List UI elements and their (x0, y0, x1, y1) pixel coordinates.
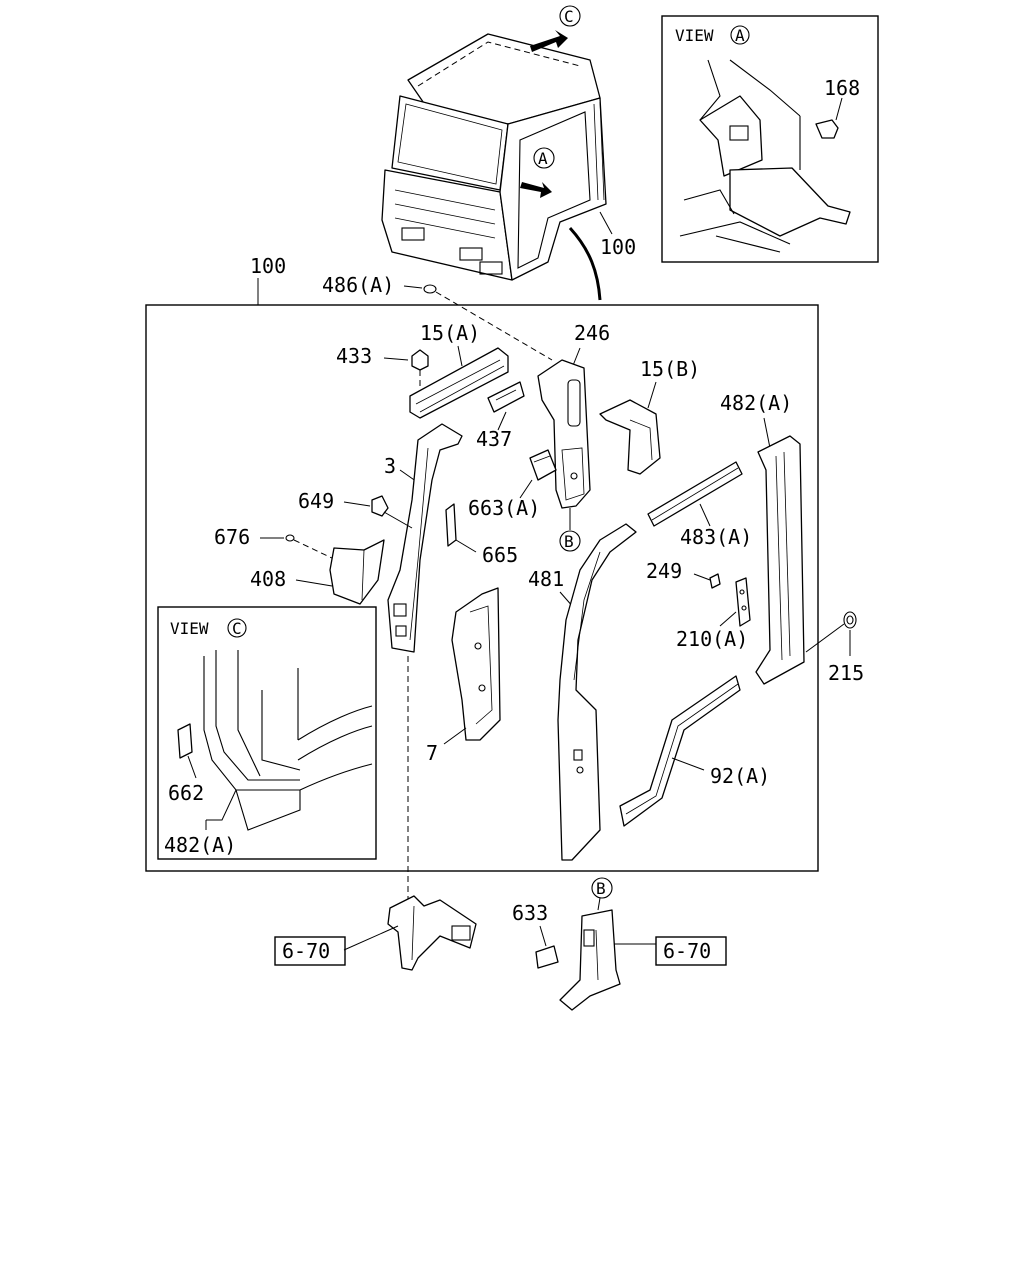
part-433-15a: 433 15(A) (336, 321, 509, 419)
svg-text:483(A): 483(A) (680, 525, 752, 549)
svg-text:15(A): 15(A) (420, 321, 480, 345)
svg-text:B: B (564, 532, 574, 551)
part-482a: 482(A) (720, 391, 805, 685)
ref-box-right[interactable] (655, 936, 727, 966)
ref-link-left[interactable]: 6-70 (282, 939, 330, 963)
part-665: 665 (445, 503, 518, 567)
svg-text:486(A): 486(A) (322, 273, 394, 297)
view-c-title: VIEW (170, 619, 209, 638)
lower-right-assembly: B 6-70 (559, 877, 727, 1011)
svg-text:649: 649 (298, 489, 334, 513)
main-parts-frame (145, 304, 819, 872)
part-481: 481 (528, 523, 637, 861)
view-a-title: VIEW (675, 26, 714, 45)
part-246: 246 B (537, 321, 610, 552)
label-482a-view-c: 482(A) (164, 833, 236, 857)
svg-text:676: 676 (214, 525, 250, 549)
svg-text:663(A): 663(A) (468, 496, 540, 520)
svg-text:433: 433 (336, 344, 372, 368)
svg-text:482(A): 482(A) (720, 391, 792, 415)
svg-text:15(B): 15(B) (640, 357, 700, 381)
part-15b: 15(B) (599, 357, 700, 475)
part-249: 249 (646, 559, 721, 589)
view-c-letter: C (232, 619, 242, 638)
svg-text:481: 481 (528, 567, 564, 591)
svg-text:408: 408 (250, 567, 286, 591)
part-649: 649 (298, 489, 413, 529)
view-a-arrow-icon (520, 182, 552, 198)
view-c-arrow-icon (530, 30, 568, 52)
cab-illustration: C A 100 (381, 5, 636, 301)
ref-link-right[interactable]: 6-70 (663, 939, 711, 963)
c-marker: C (564, 7, 574, 26)
svg-text:246: 246 (574, 321, 610, 345)
b-marker-lower: B (596, 879, 606, 898)
svg-text:249: 249 (646, 559, 682, 583)
svg-text:633: 633 (512, 901, 548, 925)
part-437: 437 (476, 381, 525, 451)
part-676: 676 (214, 525, 337, 561)
part-215: 215 (805, 611, 864, 685)
main-assembly-number: 100 (250, 254, 286, 278)
c-marker-circle (559, 5, 581, 27)
ref-box-left[interactable] (274, 936, 346, 966)
part-483a: 483(A) (647, 461, 752, 549)
svg-text:437: 437 (476, 427, 512, 451)
part-92a: 92(A) (619, 675, 770, 827)
svg-text:215: 215 (828, 661, 864, 685)
lower-left-assembly: 6-70 (274, 895, 477, 971)
svg-text:92(A): 92(A) (710, 764, 770, 788)
svg-text:7: 7 (426, 741, 438, 765)
label-168: 168 (824, 76, 860, 100)
part-3: 3 (384, 423, 463, 653)
part-486a: 486(A) (322, 273, 553, 361)
svg-text:665: 665 (482, 543, 518, 567)
part-633: 633 (512, 901, 559, 969)
part-408: 408 (250, 539, 385, 605)
part-7: 7 (426, 587, 501, 765)
a-marker-circle (533, 147, 555, 169)
part-210a: 210(A) (676, 577, 751, 651)
a-marker-cab: A (538, 149, 548, 168)
label-662: 662 (168, 781, 204, 805)
view-a-letter: A (735, 26, 745, 45)
view-a-inset: VIEW A 168 (661, 15, 879, 263)
svg-text:3: 3 (384, 454, 396, 478)
part-663a: 663(A) (468, 449, 557, 520)
cab-part-number: 100 (600, 235, 636, 259)
svg-text:210(A): 210(A) (676, 627, 748, 651)
view-c-inset: VIEW C 662 482(A) (157, 606, 377, 860)
